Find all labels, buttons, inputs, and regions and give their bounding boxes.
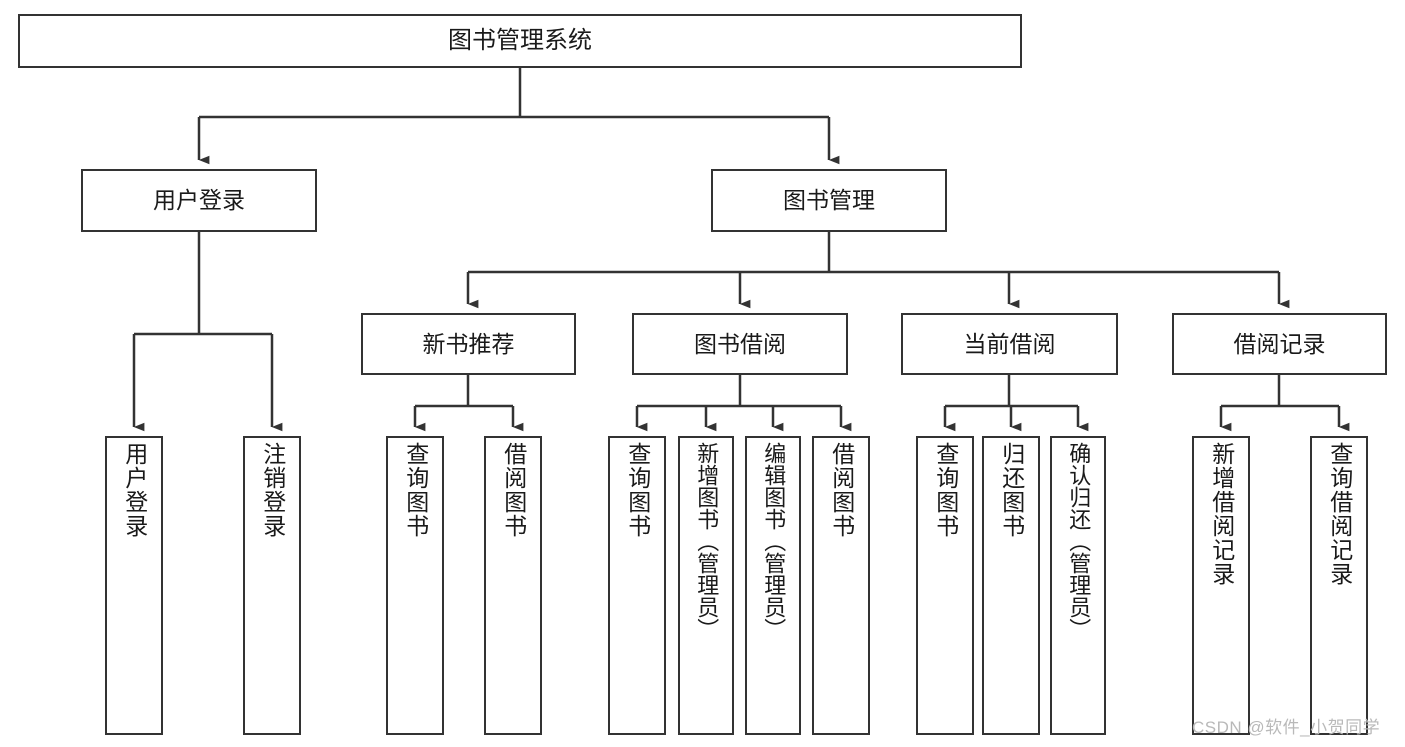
node-label: 查询图书 [624, 442, 651, 538]
node-book-borrowing[interactable]: 图书借阅 [632, 313, 848, 375]
node-leaf-borrow-book-rec[interactable]: 借阅图书 [484, 436, 542, 735]
node-label: 图书管理系统 [448, 27, 592, 55]
edge-book-borrow-to-leaves [635, 375, 852, 432]
node-root-system[interactable]: 图书管理系统 [18, 14, 1022, 68]
node-label: 查询图书 [932, 442, 959, 538]
node-label: 查询借阅记录 [1326, 442, 1353, 586]
edge-user-login-to-leaves [132, 232, 283, 432]
node-leaf-edit-book-admin[interactable]: 编辑图书（管理员） [745, 436, 801, 735]
node-book-management[interactable]: 图书管理 [711, 169, 947, 232]
node-label: 新增借阅记录 [1208, 442, 1235, 586]
edge-borrow-record-to-leaves [1219, 375, 1350, 432]
node-leaf-query-book-rec[interactable]: 查询图书 [386, 436, 444, 735]
edge-current-borrow-to-leaves [943, 375, 1089, 432]
node-label: 注销登录 [259, 442, 286, 538]
node-new-book-recommendation[interactable]: 新书推荐 [361, 313, 576, 375]
edge-new-book-rec-to-leaves [413, 375, 524, 432]
node-label: 归还图书 [998, 442, 1025, 538]
node-label: 查询图书 [402, 442, 429, 538]
node-label: 用户登录 [121, 442, 148, 538]
node-leaf-add-book-admin[interactable]: 新增图书（管理员） [678, 436, 734, 735]
node-leaf-query-book-current[interactable]: 查询图书 [916, 436, 974, 735]
node-borrowing-record[interactable]: 借阅记录 [1172, 313, 1387, 375]
node-label: 编辑图书（管理员） [761, 442, 787, 640]
edge-book-mgmt-to-level3 [466, 232, 1290, 309]
node-label: 当前借阅 [963, 330, 1056, 357]
node-leaf-confirm-return-admin[interactable]: 确认归还（管理员） [1050, 436, 1106, 735]
node-label: 图书借阅 [694, 330, 786, 357]
node-label: 借阅图书 [500, 442, 527, 538]
node-current-borrowing[interactable]: 当前借阅 [901, 313, 1118, 375]
node-label: 图书管理 [783, 187, 875, 214]
node-leaf-query-borrow-record[interactable]: 查询借阅记录 [1310, 436, 1368, 735]
node-leaf-borrow-book[interactable]: 借阅图书 [812, 436, 870, 735]
node-leaf-add-borrow-record[interactable]: 新增借阅记录 [1192, 436, 1250, 735]
node-label: 新增图书（管理员） [694, 442, 720, 640]
edge-root-to-level2 [197, 68, 840, 165]
node-label: 用户登录 [153, 187, 245, 214]
csdn-watermark: CSDN @软件_小贺同学 [1192, 718, 1381, 737]
node-leaf-return-book[interactable]: 归还图书 [982, 436, 1040, 735]
node-label: 借阅图书 [828, 442, 855, 538]
node-user-login[interactable]: 用户登录 [81, 169, 317, 232]
node-leaf-user-login[interactable]: 用户登录 [105, 436, 163, 735]
node-label: 确认归还（管理员） [1066, 442, 1092, 640]
node-leaf-logout-login[interactable]: 注销登录 [243, 436, 301, 735]
node-leaf-query-book-borrow[interactable]: 查询图书 [608, 436, 666, 735]
node-label: 借阅记录 [1233, 330, 1326, 357]
node-label: 新书推荐 [422, 330, 515, 357]
